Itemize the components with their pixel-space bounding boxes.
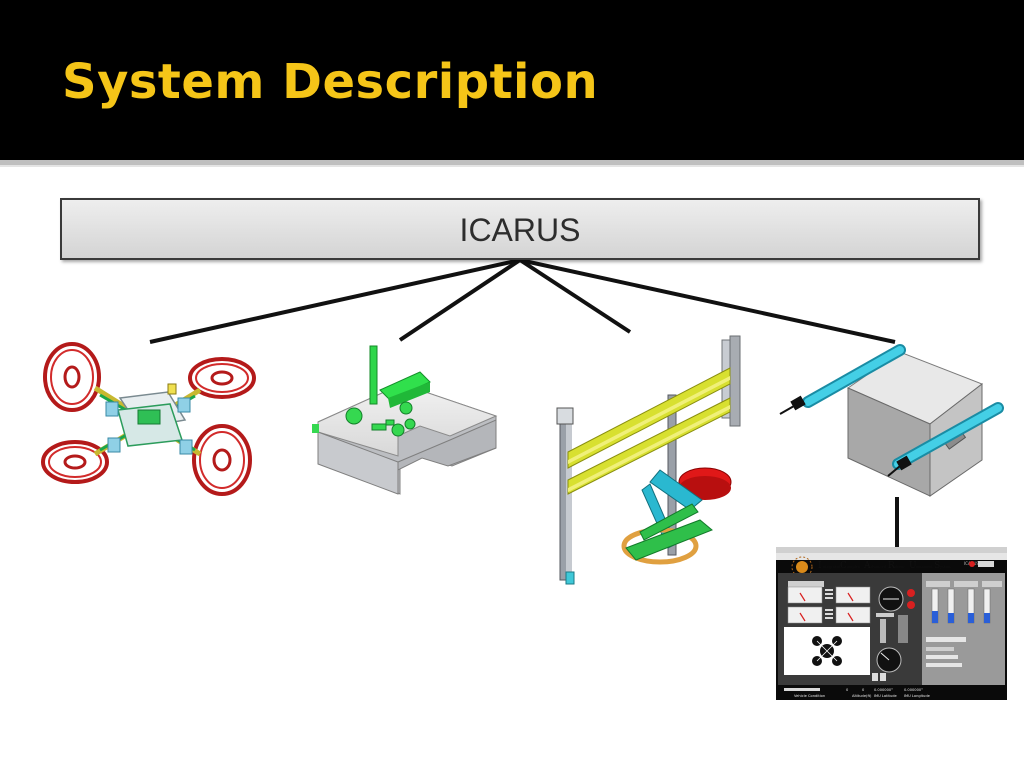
gui-word-5: nmanned	[916, 565, 933, 569]
gui-word-4: obotic	[894, 565, 905, 569]
gui-label-a: Altitude(ft)	[852, 694, 872, 698]
gui-field-c: 0.000000°	[874, 688, 893, 692]
connector-line-2	[398, 258, 522, 342]
gui-label-b: IMU Latitude	[874, 694, 898, 698]
gui-field-d: 0.000000°	[904, 688, 923, 692]
gui-word-1: ntegrated	[823, 565, 841, 569]
gui-word-3: dvanced	[871, 565, 887, 569]
connector-line-1	[149, 258, 521, 344]
connector-line-4	[519, 258, 896, 344]
gui-field-b: 0	[862, 688, 865, 692]
gui-initial-2: C	[840, 561, 847, 571]
logo-sun-icon	[791, 556, 813, 578]
gui-initial-1: I	[818, 561, 822, 571]
connector-line-3	[518, 258, 632, 334]
page-title: System Description	[62, 54, 599, 110]
gui-word-6: ystem	[939, 565, 951, 569]
gui-screenshot-art: ICARUS	[776, 547, 1007, 700]
rotor-guard-top-left	[43, 342, 101, 412]
gui-initial-3: A	[863, 561, 871, 571]
gui-text-layer: I ntegrated C omplex A dvanced R obotic …	[794, 561, 951, 698]
gui-initial-6: S	[934, 561, 940, 571]
icarus-root-box: ICARUS	[60, 198, 980, 260]
header-divider-light	[0, 165, 1024, 167]
slide-header: System Description	[0, 0, 1024, 160]
gui-word-2: omplex	[847, 565, 860, 569]
header-divider	[0, 160, 1024, 165]
rotor-guard-top-right	[188, 357, 256, 399]
servo-bars	[926, 581, 1002, 624]
gui-screenshot: ICARUS	[776, 547, 1007, 700]
gui-field-a: 0	[846, 688, 849, 692]
rotor-guard-bottom-left	[41, 440, 109, 484]
icarus-label: ICARUS	[459, 212, 581, 248]
gui-initial-4: R	[888, 561, 895, 571]
rotor-guard-bottom-right	[192, 424, 252, 496]
gui-label-c: IMU Longitude	[904, 694, 931, 698]
gui-initial-5: U	[909, 561, 917, 571]
gui-vehicle-condition: Vehicle Condition	[794, 694, 825, 698]
